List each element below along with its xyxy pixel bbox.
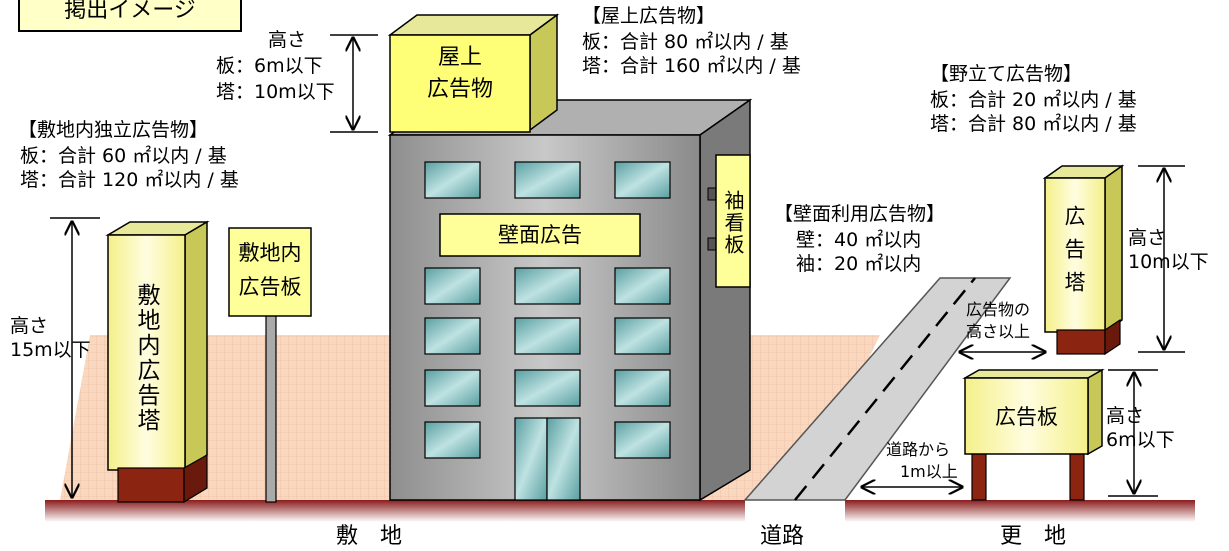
onsite-tower — [107, 234, 186, 471]
onsite-rule-to: 塔：合計 120 ㎡以内 / 基 — [20, 169, 239, 191]
field-board-leg-right — [1069, 451, 1085, 501]
field-tower-side — [1104, 164, 1123, 334]
wall-rule-sode: 袖：20 ㎡以内 — [796, 253, 922, 275]
building-windows — [424, 161, 671, 459]
rooftop-sign — [389, 34, 531, 133]
building-door — [514, 417, 581, 501]
onsite-board-label: 敷地内 広告板 — [238, 241, 302, 299]
field-board-label: 広告板 — [995, 405, 1058, 429]
wall-sign-label: 壁面広告 — [498, 223, 582, 247]
setback-label-line2: 高さ以上 — [966, 322, 1031, 341]
road-gap — [745, 500, 845, 522]
field-board-side — [1087, 368, 1103, 456]
field-board-top — [962, 369, 1105, 379]
road-distance-label-line2: 1m以上 — [900, 462, 958, 481]
onsite-board-pole — [265, 314, 277, 503]
onsite-rule-ita: 板：合計 60 ㎡以内 / 基 — [20, 145, 227, 167]
setback-label-line1: 広告物の — [966, 300, 1031, 319]
field-tower-height-label: 高さ — [1128, 227, 1167, 249]
onsite-tower-side — [184, 220, 208, 472]
rooftop-rule-to: 塔：合計 160 ㎡以内 / 基 — [582, 55, 801, 77]
projecting-sign-label: 袖看板 — [721, 190, 745, 256]
field-rule-to: 塔：合計 80 ㎡以内 / 基 — [930, 113, 1137, 135]
onsite-tower-base — [117, 467, 185, 503]
field-tower-label: 広告塔 — [1062, 204, 1086, 304]
onsite-tower-label: 敷地内広告塔 — [133, 283, 159, 433]
wall-heading: 【壁面利用広告物】 — [774, 203, 946, 225]
projecting-sign — [715, 154, 751, 288]
wall-rule-wall: 壁：40 ㎡以内 — [796, 229, 922, 251]
field-tower-height-value: 10m以下 — [1128, 251, 1209, 273]
field-board — [964, 377, 1089, 455]
rooftop-height-label: 高さ — [268, 29, 307, 51]
ground-site-label: 敷 地 — [336, 524, 403, 549]
field-tower-base — [1056, 329, 1106, 355]
field-board-leg-left — [971, 451, 987, 501]
ground-road-label: 道路 — [760, 524, 805, 549]
field-rule-ita: 板：合計 20 ㎡以内 / 基 — [930, 89, 1137, 111]
onsite-heading: 【敷地内独立広告物】 — [18, 119, 209, 141]
rooftop-height-ita: 板：6m以下 — [216, 55, 323, 77]
road-center-line — [794, 277, 976, 501]
onsite-board — [228, 227, 312, 317]
field-board-height-value: 6m以下 — [1106, 429, 1175, 451]
field-tower-base-side — [1104, 318, 1121, 356]
road-distance-label-line1: 道路から — [886, 440, 951, 459]
field-board-height-label: 高さ — [1106, 405, 1145, 427]
rooftop-height-to: 塔：10m以下 — [216, 81, 335, 103]
onsite-tower-base-side — [183, 453, 208, 504]
ground-vacant-label: 更 地 — [1000, 524, 1067, 549]
field-heading: 【野立て広告物】 — [930, 63, 1083, 85]
onsite-height-label: 高さ — [10, 315, 49, 337]
rooftop-rule-ita: 板：合計 80 ㎡以内 / 基 — [582, 31, 789, 53]
onsite-height-value: 15m以下 — [10, 339, 91, 361]
ground-strip — [45, 500, 1195, 522]
rooftop-sign-top — [387, 14, 560, 36]
rooftop-sign-label: 屋上 広告物 — [426, 45, 493, 102]
rooftop-heading: 【屋上広告物】 — [582, 5, 716, 27]
road — [743, 277, 1012, 501]
rooftop-sign-side — [529, 13, 558, 132]
title-box: 掲出イメージ — [18, 0, 242, 32]
wall-sign — [439, 213, 641, 257]
